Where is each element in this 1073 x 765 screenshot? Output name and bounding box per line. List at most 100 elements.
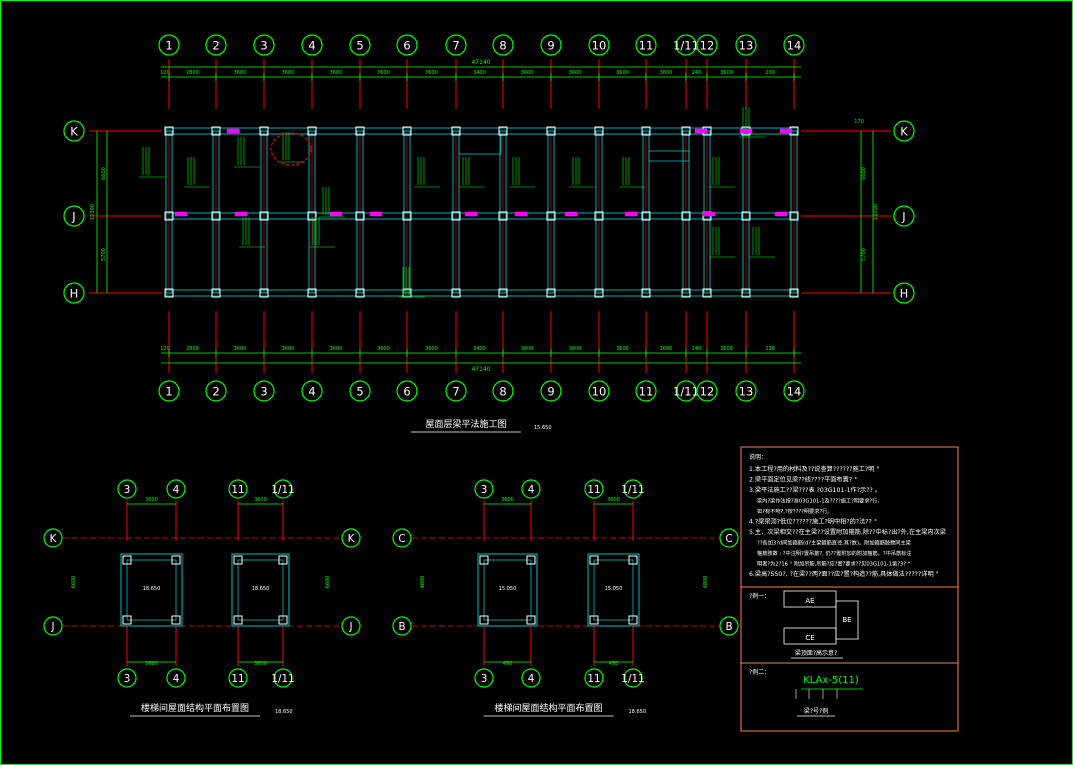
example2-code: KLAx-5(11) [803, 675, 859, 686]
col-axis-top-6-circle [396, 34, 418, 56]
col-axis-bottom-10-label: 10 [592, 385, 607, 399]
dim-bottom-9: 3600 [569, 346, 582, 352]
dim-top-6: 3600 [425, 70, 438, 76]
highlight-label [774, 211, 788, 217]
stair-col-1/11-circle [623, 479, 643, 499]
dim-bottom-6: 3600 [425, 346, 438, 352]
stair-beam-outer [587, 553, 640, 627]
stair-beam-inner [593, 559, 634, 621]
stair-column [122, 555, 132, 565]
dim-top-1: 2800 [186, 70, 199, 76]
dim-bottom-14: 230 [765, 346, 775, 352]
column [498, 126, 508, 136]
column [451, 288, 461, 298]
col-axis-top-1/11-circle [675, 34, 697, 56]
example2-label: ?例二： [749, 668, 770, 676]
stair-col-4-label: 4 [173, 484, 180, 496]
stair-side-dim: 4800 [420, 576, 426, 589]
col-axis-bottom-8-label: 8 [499, 385, 506, 399]
highlight-label [329, 211, 343, 217]
row-axis-right-K-circle [893, 120, 915, 142]
note-item-9: 明者?为2?16 ° 附加吊筋,吊筋?应?置?要求??见03G101-1第?3?… [757, 560, 911, 568]
stair-dim-a-bottom-text: 3600 [145, 661, 158, 667]
dim-top-14: 230 [765, 70, 775, 76]
stair-col-bottom-3-circle [474, 668, 494, 688]
stair-column [589, 555, 599, 565]
col-axis-bottom-7-label: 7 [452, 385, 459, 399]
stair-col-1/11-label: 1/11 [621, 484, 644, 496]
stair-dim-a-text: 3600 [501, 497, 514, 503]
row-axis-left-K-label: K [70, 125, 78, 139]
dim-bottom-0: 120 [160, 346, 170, 352]
col-axis-top-12-label: 12 [700, 39, 715, 53]
stair-col-bottom-11-label: 11 [587, 673, 600, 685]
row-axis-left-K-circle [63, 120, 85, 142]
col-axis-bottom-5-circle [349, 380, 371, 402]
col-axis-bottom-7-circle [445, 380, 467, 402]
dim-top-11: 3600 [660, 70, 673, 76]
dim-top-2: 3600 [234, 70, 247, 76]
column [641, 211, 651, 221]
note-item-8: 箍筋肢数 : ?中注明?置吊筋?, 仍??置附加的附加箍筋。?中吊筋标注 [757, 549, 912, 557]
column [702, 288, 712, 298]
note-item-1: 2.梁平面定位见梁??线????平面布置? ° [749, 476, 857, 484]
row-axis-left-J-circle [63, 205, 85, 227]
stair-row-left-B-label: B [398, 621, 405, 633]
row-axis-left-H-label: H [70, 287, 79, 301]
stair-col-3-circle [117, 479, 137, 499]
main-beam-plan: 112233445566778899101011111/111/11121213… [63, 34, 915, 433]
col-axis-bottom-14-label: 14 [787, 385, 802, 399]
row-axis-left-H-circle [63, 282, 85, 304]
stair-column [479, 615, 489, 625]
column [451, 211, 461, 221]
col-axis-bottom-4-circle [301, 380, 323, 402]
stair-row-left-J-circle [43, 616, 63, 636]
column [307, 288, 317, 298]
col-axis-top-9-label: 9 [547, 39, 554, 53]
dim-left-1: 5700 [101, 248, 107, 261]
dim-top-8: 3600 [521, 70, 534, 76]
column [355, 126, 365, 136]
column [164, 126, 174, 136]
row-axis-right-K-label: K [900, 125, 908, 139]
column [164, 211, 174, 221]
col-axis-top-8-label: 8 [499, 39, 506, 53]
stair-column [589, 615, 599, 625]
dim-bottom-11: 3600 [660, 346, 673, 352]
col-axis-top-13-label: 13 [739, 39, 754, 53]
dim-right-1: 5700 [861, 248, 867, 261]
stair-plan-elevation: 18.650 [629, 709, 647, 715]
example1-c: CE [805, 634, 814, 642]
highlight-label [174, 211, 188, 217]
stair-row-right-B-circle [719, 616, 739, 636]
stair-col-3-label: 3 [481, 484, 488, 496]
dim-bottom-4: 3600 [330, 346, 343, 352]
note-item-2: 3.梁平法施工??梁???表 ?03G101-1作?示?? 。 [749, 486, 881, 494]
stair-beam-inner [237, 559, 284, 621]
stair-beam-outer [120, 553, 183, 627]
stair-dim-b-text: 3600 [254, 497, 267, 503]
dim-right-0: 6600 [861, 167, 867, 180]
stair-column [479, 555, 489, 565]
column [789, 211, 799, 221]
col-axis-bottom-1-label: 1 [165, 385, 172, 399]
dim-bottom-1: 2800 [186, 346, 199, 352]
stair-col-3-label: 3 [124, 484, 131, 496]
stair-col-bottom-1/11-circle [273, 668, 293, 688]
column [546, 288, 556, 298]
dim-top-3: 3600 [282, 70, 295, 76]
row-axis-right-J-circle [893, 205, 915, 227]
stair-col-11-label: 11 [231, 484, 244, 496]
highlight-label [234, 211, 248, 217]
highlight-label [779, 128, 793, 134]
stair-col-bottom-4-circle [166, 668, 186, 688]
example1-b: BE [842, 616, 851, 624]
stair-row-right-K-circle [341, 528, 361, 548]
stair-dim-b-bottom-text: 450 [609, 661, 619, 667]
highlight-label [369, 211, 383, 217]
row-axis-right-J-label: J [901, 210, 905, 224]
